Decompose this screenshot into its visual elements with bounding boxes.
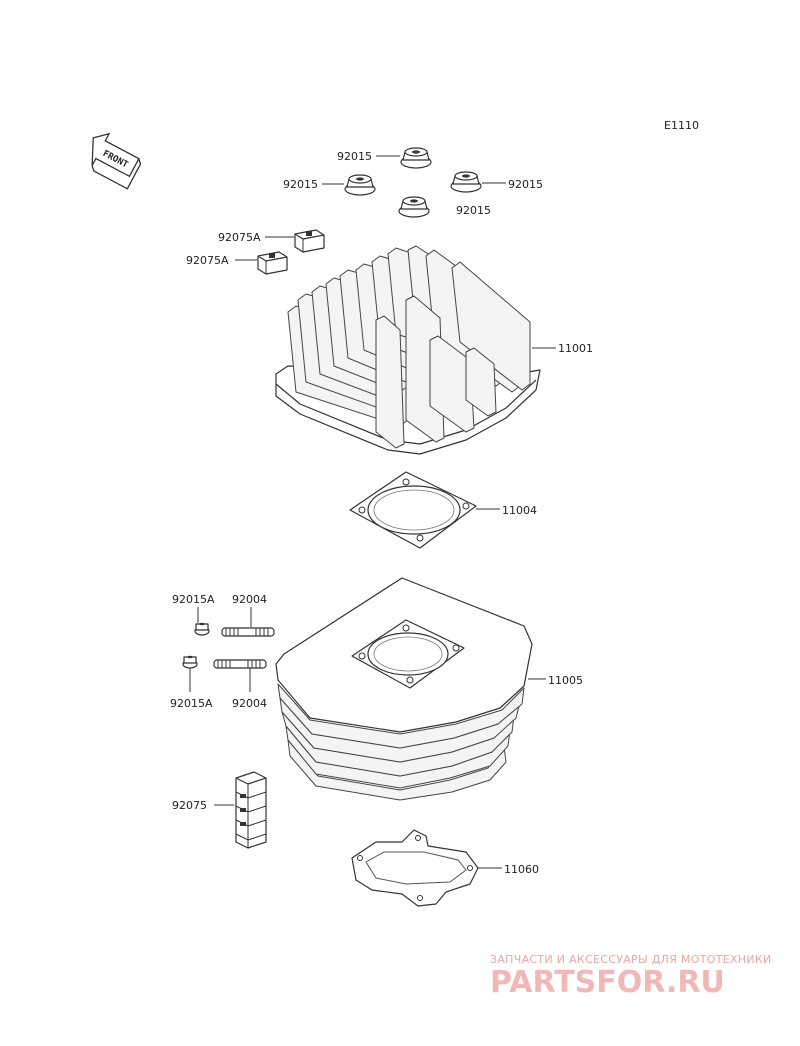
label-11005: 11005 xyxy=(548,674,583,687)
stud-bolt-bottom xyxy=(213,659,267,669)
label-92075a-2: 92075A xyxy=(186,254,229,267)
front-arrow-icon: FRONT xyxy=(91,132,142,190)
base-gasket xyxy=(351,829,479,907)
label-92075a-1: 92075A xyxy=(218,231,261,244)
label-92015-right: 92015 xyxy=(508,178,543,191)
label-92015a-bottom: 92015A xyxy=(170,697,213,710)
flange-nut-left xyxy=(344,174,376,196)
watermark-tagline: ЗАПЧАСТИ И АКСЕССУАРЫ ДЛЯ МОТОТЕХНИКИ xyxy=(490,953,772,966)
head-gasket xyxy=(349,471,477,549)
label-11004: 11004 xyxy=(502,504,537,517)
washer-nut-bottom xyxy=(182,655,198,669)
watermark-brand: PARTSFOR.RU xyxy=(490,965,725,1000)
stud-bolt-top xyxy=(221,627,275,637)
label-92004-bottom: 92004 xyxy=(232,697,267,710)
washer-nut-top xyxy=(194,622,210,636)
label-92015a-top: 92015A xyxy=(172,593,215,606)
rubber-damper-a2 xyxy=(257,251,288,275)
cylinder-head xyxy=(275,245,541,455)
label-92015-left: 92015 xyxy=(283,178,318,191)
diagram-code: E1110 xyxy=(664,119,699,132)
label-11001: 11001 xyxy=(558,342,593,355)
label-92004-top: 92004 xyxy=(232,593,267,606)
label-92015-top: 92015 xyxy=(337,150,372,163)
label-92015-bottom: 92015 xyxy=(456,204,491,217)
cylinder xyxy=(275,577,533,801)
label-11060: 11060 xyxy=(504,863,539,876)
rubber-damper-a1 xyxy=(294,229,325,253)
flange-nut-right xyxy=(450,171,482,193)
label-92075: 92075 xyxy=(172,799,207,812)
flange-nut-bottom xyxy=(398,196,430,218)
rubber-damper-block xyxy=(235,771,267,849)
flange-nut-top xyxy=(400,147,432,169)
